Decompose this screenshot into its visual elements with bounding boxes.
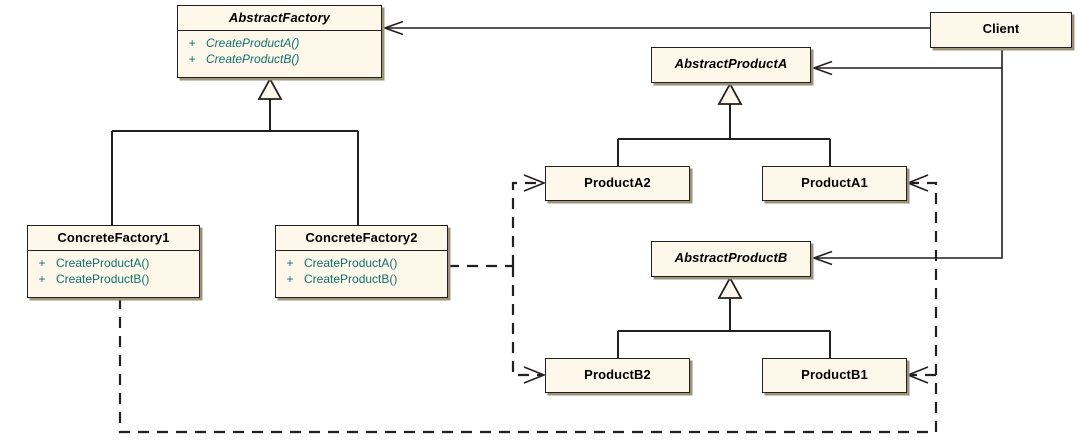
class-box-abstract-product-b[interactable]: AbstractProductB bbox=[651, 241, 811, 277]
operation-row: + CreateProductB() bbox=[276, 271, 447, 287]
edge-products-a-inherit-abstract-product-a bbox=[617, 82, 831, 166]
operation-row: + CreateProductB() bbox=[28, 271, 199, 287]
class-name-product-b2: ProductB2 bbox=[584, 367, 651, 382]
edge-client-uses-abstract-factory bbox=[382, 20, 930, 36]
class-box-product-b2[interactable]: ProductB2 bbox=[545, 358, 690, 393]
operation-row: + CreateProductA() bbox=[28, 255, 199, 271]
class-name-product-a2: ProductA2 bbox=[584, 175, 651, 190]
class-name-product-b1: ProductB1 bbox=[801, 367, 868, 382]
operation-row: + CreateProductA() bbox=[276, 255, 447, 271]
class-name-abstract-product-a: AbstractProductA bbox=[674, 56, 788, 71]
edge-concrete-factories-inherit-abstract-factory bbox=[111, 77, 359, 225]
operation-visibility: + bbox=[38, 272, 46, 287]
class-box-abstract-product-a[interactable]: AbstractProductA bbox=[651, 47, 811, 83]
operation-name: CreateProductB() bbox=[56, 272, 150, 287]
class-compartment-divider bbox=[178, 30, 381, 32]
class-operations-concrete-factory-1: + CreateProductA() + CreateProductB() bbox=[28, 251, 199, 292]
generalization-triangle-abstract-product-a bbox=[717, 82, 743, 105]
operation-visibility: + bbox=[286, 272, 294, 287]
edge-concrete-factory-1-creates-products-1 bbox=[118, 174, 938, 434]
edge-products-b-inherit-abstract-product-b bbox=[617, 276, 831, 358]
edge-concrete-factory-2-creates-products-2 bbox=[448, 174, 547, 384]
class-box-product-b1[interactable]: ProductB1 bbox=[762, 358, 907, 393]
class-name-concrete-factory-2: ConcreteFactory2 bbox=[305, 230, 418, 245]
edge-client-uses-abstract-product-b bbox=[811, 68, 1003, 266]
edge-client-uses-abstract-product-a bbox=[811, 48, 1003, 76]
class-name-concrete-factory-1: ConcreteFactory1 bbox=[57, 230, 170, 245]
class-name-abstract-factory: AbstractFactory bbox=[228, 10, 331, 25]
class-box-client[interactable]: Client bbox=[930, 12, 1072, 48]
operation-name: CreateProductA() bbox=[206, 36, 300, 51]
operation-name: CreateProductB() bbox=[304, 272, 398, 287]
generalization-triangle-abstract-factory bbox=[257, 77, 283, 100]
class-box-concrete-factory-2[interactable]: ConcreteFactory2 + CreateProductA() + Cr… bbox=[275, 225, 448, 298]
operation-visibility: + bbox=[188, 52, 196, 67]
class-box-concrete-factory-1[interactable]: ConcreteFactory1 + CreateProductA() + Cr… bbox=[27, 225, 200, 298]
class-box-product-a2[interactable]: ProductA2 bbox=[545, 166, 690, 201]
operation-row: + CreateProductB() bbox=[178, 51, 381, 67]
class-compartment-divider bbox=[276, 250, 447, 252]
class-compartment-divider bbox=[28, 250, 199, 252]
operation-name: CreateProductB() bbox=[206, 52, 300, 67]
operation-name: CreateProductA() bbox=[56, 256, 150, 271]
operation-visibility: + bbox=[38, 256, 46, 271]
class-operations-abstract-factory: + CreateProductA() + CreateProductB() bbox=[178, 31, 381, 72]
operation-visibility: + bbox=[286, 256, 294, 271]
class-operations-concrete-factory-2: + CreateProductA() + CreateProductB() bbox=[276, 251, 447, 292]
operation-name: CreateProductA() bbox=[304, 256, 398, 271]
operation-row: + CreateProductA() bbox=[178, 35, 381, 51]
class-name-abstract-product-b: AbstractProductB bbox=[674, 250, 788, 265]
operation-visibility: + bbox=[188, 36, 196, 51]
class-name-client: Client bbox=[982, 21, 1020, 36]
generalization-triangle-abstract-product-b bbox=[717, 276, 743, 299]
class-box-abstract-factory[interactable]: AbstractFactory + CreateProductA() + Cre… bbox=[177, 5, 382, 78]
class-name-product-a1: ProductA1 bbox=[801, 175, 868, 190]
class-box-product-a1[interactable]: ProductA1 bbox=[762, 166, 907, 201]
